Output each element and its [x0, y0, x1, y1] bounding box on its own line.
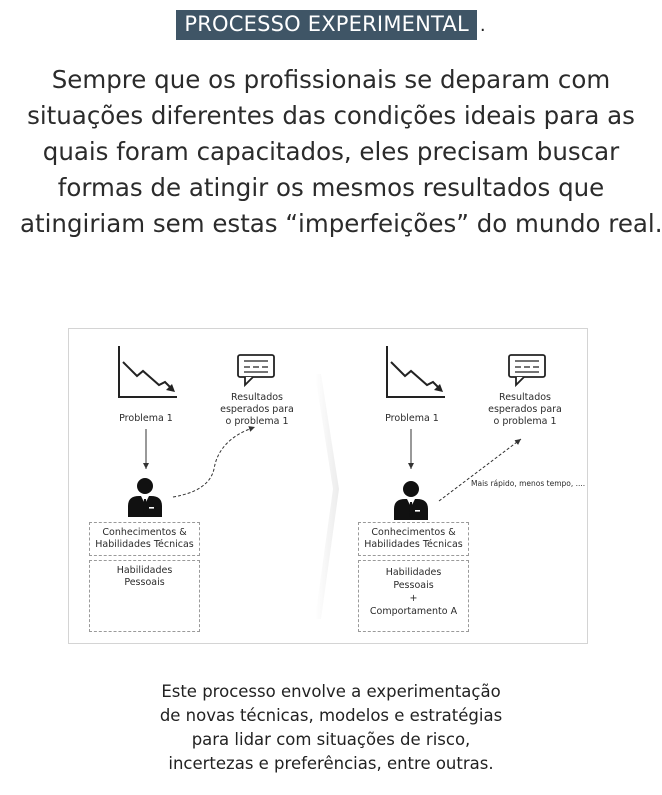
title-bar: PROCESSO EXPERIMENTAL.	[0, 10, 662, 40]
diagram-graphics	[118, 346, 546, 619]
box-line: Conhecimentos &	[102, 527, 187, 538]
footer-paragraph: Este processo envolve a experimentação d…	[0, 680, 662, 776]
intro-line: formas de atingir os mesmos resultados q…	[57, 173, 605, 202]
title-dot: .	[479, 15, 486, 36]
left-curved-arrow	[172, 426, 256, 498]
result-line: o problema 1	[225, 416, 289, 427]
left-technical-skills-box: Conhecimentos & Habilidades Técnicas	[89, 522, 200, 556]
footer-line: para lidar com situações de risco,	[191, 730, 471, 749]
box-line: Habilidades	[385, 567, 442, 578]
person-with-tie-icon	[128, 478, 162, 517]
intro-line: atingiriam sem estas “imperfeições” do m…	[20, 209, 662, 238]
declining-chart-icon	[118, 346, 177, 398]
footer-line: de novas técnicas, modelos e estratégias	[159, 706, 503, 725]
result-line: esperados para	[488, 404, 562, 415]
separator-chevron	[315, 374, 339, 619]
left-problem-label: Problema 1	[119, 413, 173, 424]
right-straight-arrow	[438, 438, 522, 502]
box-line: Pessoais	[393, 580, 434, 591]
intro-line: quais foram capacitados, eles precisam b…	[42, 137, 620, 166]
right-technical-skills-box: Conhecimentos & Habilidades Técnicas	[358, 522, 469, 556]
person-with-tie-icon	[394, 481, 428, 520]
message-icon	[508, 354, 546, 388]
process-diagram: Problema 1 Resultados esperados para o p…	[68, 328, 588, 644]
page-title: PROCESSO EXPERIMENTAL	[176, 10, 477, 40]
footer-line: Este processo envolve a experimentação	[161, 682, 501, 701]
left-personal-skills-box: Habilidades Pessoais	[89, 560, 200, 632]
result-line: o problema 1	[493, 416, 557, 427]
right-expected-results: Resultados esperados para o problema 1	[487, 392, 563, 428]
intro-line: situações diferentes das condições ideai…	[27, 101, 635, 130]
box-line: +	[409, 593, 418, 604]
intro-line: Sempre que os profissionais se deparam c…	[51, 65, 611, 94]
result-line: Resultados	[499, 392, 551, 403]
right-arrow-note: Mais rápido, menos tempo, ....	[471, 479, 586, 488]
right-problem-label: Problema 1	[385, 413, 439, 424]
box-line: Conhecimentos &	[371, 527, 456, 538]
box-line: Pessoais	[124, 577, 165, 588]
box-line: Habilidades	[116, 565, 173, 576]
intro-paragraph: Sempre que os profissionais se deparam c…	[20, 62, 662, 242]
message-icon	[237, 354, 275, 388]
right-personal-skills-box: Habilidades Pessoais + Comportamento A	[358, 560, 469, 632]
result-line: esperados para	[220, 404, 294, 415]
box-line: Habilidades Técnicas	[364, 539, 463, 550]
footer-line: incertezas e preferências, entre outras.	[168, 754, 494, 773]
result-line: Resultados	[231, 392, 283, 403]
box-line: Habilidades Técnicas	[95, 539, 194, 550]
box-line: Comportamento A	[369, 606, 458, 617]
left-expected-results: Resultados esperados para o problema 1	[219, 392, 295, 428]
declining-chart-icon	[386, 346, 445, 398]
